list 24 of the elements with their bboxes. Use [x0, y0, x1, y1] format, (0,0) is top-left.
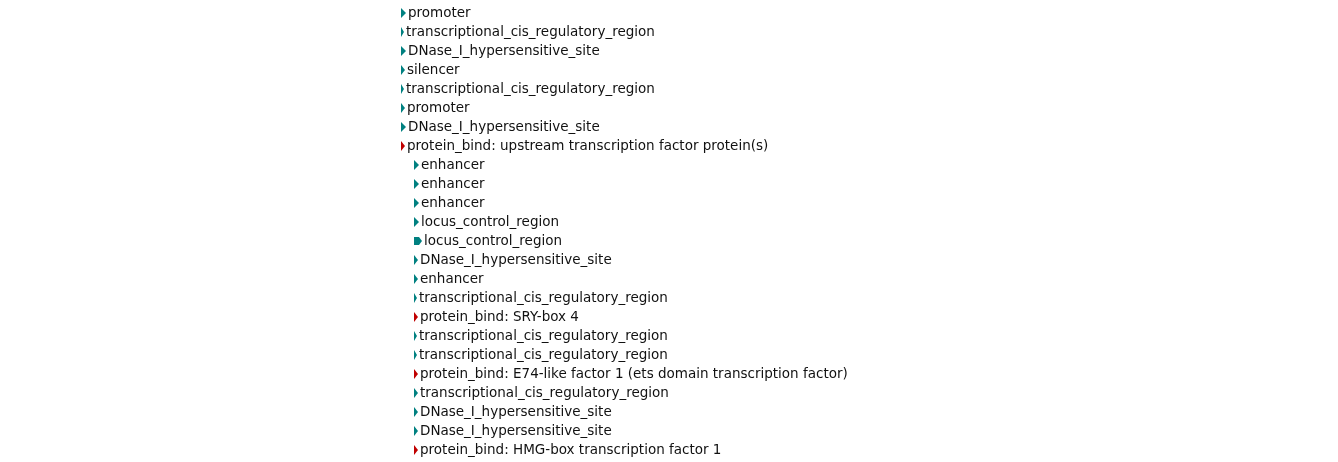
feature-label: promoter — [407, 99, 470, 116]
feature-label: DNase_I_hypersensitive_site — [408, 42, 600, 59]
feature-label: silencer — [407, 61, 460, 78]
feature-label: protein_bind: HMG-box transcription factor 1 — [420, 441, 722, 458]
feature-label: transcriptional_cis_regulatory_region — [406, 80, 655, 97]
feature-label: promoter — [408, 4, 471, 21]
feature-label: protein_bind: E74-like factor 1 (ets domain transcription factor) — [420, 365, 848, 382]
feature-label: enhancer — [421, 175, 485, 192]
feature-label: DNase_I_hypersensitive_site — [420, 422, 612, 439]
feature-label: locus_control_region — [421, 213, 559, 230]
feature-label: DNase_I_hypersensitive_site — [420, 251, 612, 268]
feature-label: enhancer — [421, 194, 485, 211]
feature-label: enhancer — [420, 270, 484, 287]
feature-label: transcriptional_cis_regulatory_region — [419, 289, 668, 306]
feature-label: protein_bind: SRY-box 4 — [420, 308, 579, 325]
feature-label: DNase_I_hypersensitive_site — [420, 403, 612, 420]
feature-label: transcriptional_cis_regulatory_region — [419, 346, 668, 363]
feature-label: transcriptional_cis_regulatory_region — [420, 384, 669, 401]
feature-label: transcriptional_cis_regulatory_region — [419, 327, 668, 344]
feature-label: enhancer — [421, 156, 485, 173]
feature-label: transcriptional_cis_regulatory_region — [406, 23, 655, 40]
feature-label: protein_bind: upstream transcription factor protein(s) — [407, 137, 769, 154]
feature-label: locus_control_region — [424, 232, 562, 249]
feature-label: DNase_I_hypersensitive_site — [408, 118, 600, 135]
